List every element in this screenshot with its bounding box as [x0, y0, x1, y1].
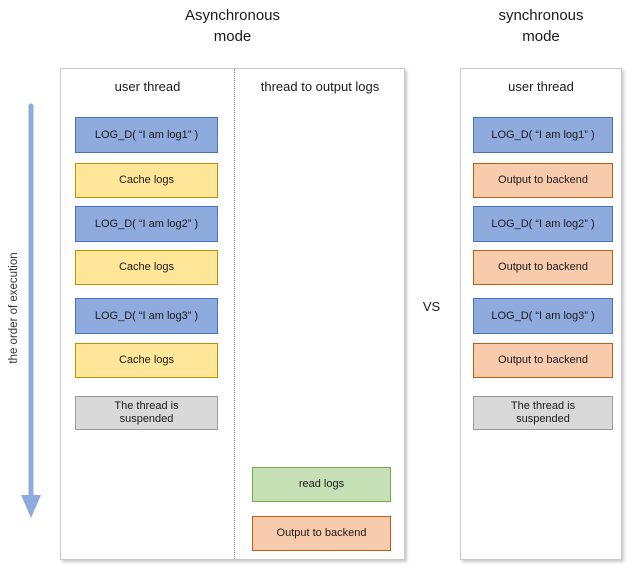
- suspended-node: The thread is suspended: [473, 396, 613, 430]
- output-logs-thread-header: thread to output logs: [260, 79, 380, 94]
- output-backend-node: Output to backend: [473, 343, 613, 378]
- log-call-node: LOG_D( “I am log2” ): [75, 206, 218, 242]
- log-call-node: LOG_D( “I am log2” ): [473, 206, 613, 242]
- cache-logs-node: Cache logs: [75, 250, 218, 285]
- async-mode-title-line2: mode: [213, 28, 252, 45]
- sync-user-thread-header: user thread: [508, 79, 574, 94]
- vs-label: VS: [422, 299, 441, 314]
- sync-mode-title-line1: synchronous: [498, 7, 584, 24]
- thread-column-divider: [234, 69, 235, 559]
- execution-order-arrow: [21, 103, 41, 518]
- output-backend-node: Output to backend: [473, 163, 613, 198]
- execution-order-label: the order of execution: [8, 252, 20, 364]
- log-call-node: LOG_D( “I am log1” ): [75, 117, 218, 153]
- sync-mode-title-line2: mode: [522, 28, 560, 45]
- async-mode-title: Asynchronous mode: [60, 5, 405, 47]
- log-call-node: LOG_D( “I am log3” ): [75, 298, 218, 334]
- log-call-node: LOG_D( “I am log3” ): [473, 298, 613, 334]
- log-call-node: LOG_D( “I am log1” ): [473, 117, 613, 153]
- user-thread-header: user thread: [114, 79, 181, 94]
- output-backend-node: Output to backend: [473, 250, 613, 285]
- sync-panel: user thread LOG_D( “I am log1” ) Output …: [460, 68, 622, 560]
- cache-logs-node: Cache logs: [75, 343, 218, 378]
- sync-mode-title: synchronous mode: [460, 5, 622, 47]
- cache-logs-node: Cache logs: [75, 163, 218, 198]
- async-mode-title-line1: Asynchronous: [184, 7, 281, 24]
- output-backend-node: Output to backend: [252, 516, 391, 551]
- suspended-node: The thread is suspended: [75, 396, 218, 430]
- async-panel: user thread thread to output logs LOG_D(…: [60, 68, 405, 560]
- read-logs-node: read logs: [252, 467, 391, 502]
